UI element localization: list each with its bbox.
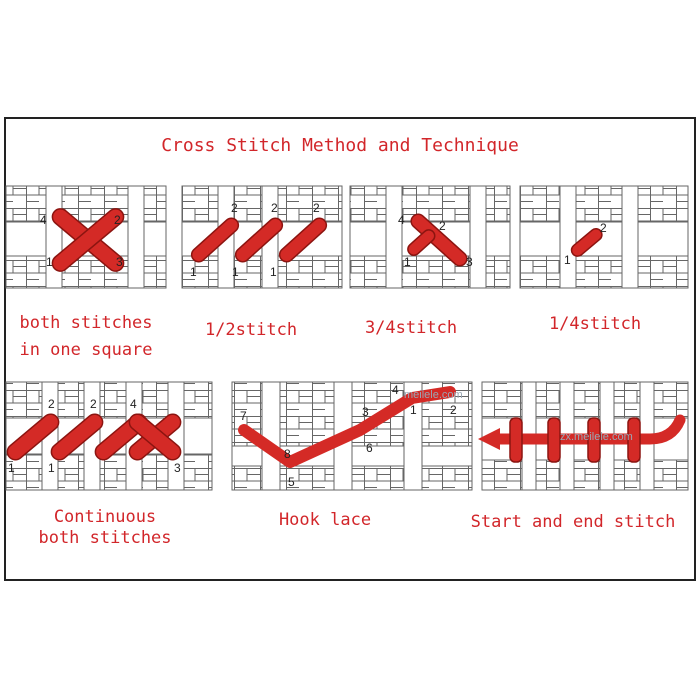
point-number: 6	[366, 441, 373, 455]
point-number: 2	[450, 403, 457, 417]
point-number: 2	[600, 221, 607, 235]
numbers-hook-lace: 7 8 5 6 3 4 1 2	[240, 383, 457, 489]
point-number: 8	[284, 447, 291, 461]
point-number: 3	[116, 255, 123, 269]
numbers-both-stitches: 4 2 1 3	[40, 213, 123, 269]
point-number: 4	[130, 397, 137, 411]
point-number: 2	[271, 201, 278, 215]
point-number: 2	[313, 201, 320, 215]
numbers-continuous: 2 2 4 1 1 3	[8, 397, 181, 475]
label-both-stitches-line1: both stitches	[19, 313, 153, 333]
stitch-half	[190, 217, 328, 263]
point-number: 1	[46, 255, 53, 269]
numbers-quarter-stitch: 2 1	[564, 221, 607, 267]
point-number: 1	[8, 461, 15, 475]
label-continuous-line2: both stitches	[38, 528, 172, 548]
label-start-end-stitch: Start and end stitch	[470, 512, 676, 532]
stitch-continuous	[6, 413, 182, 461]
numbers-three-quarter: 4 2 1 3	[398, 213, 473, 269]
point-number: 1	[270, 265, 277, 279]
numbers-half-stitch: 2 2 2 1 1 1	[190, 201, 320, 279]
stitch-start-end	[478, 414, 686, 463]
stitch-three-quarter	[407, 213, 468, 267]
label-hook-lace: Hook lace	[278, 510, 372, 530]
point-number: 3	[466, 255, 473, 269]
point-number: 5	[288, 475, 295, 489]
point-number: 1	[410, 403, 417, 417]
stitch-hook-lace	[238, 386, 456, 468]
point-number: 1	[564, 253, 571, 267]
point-number: 1	[404, 255, 411, 269]
label-quarter-stitch: 1/4stitch	[548, 314, 642, 334]
point-number: 2	[114, 213, 121, 227]
point-number: 3	[362, 405, 369, 419]
label-continuous-line1: Continuous	[53, 507, 157, 527]
point-number: 4	[392, 383, 399, 397]
stitch-quarter	[570, 228, 603, 257]
watermark-text: meilele.com	[404, 389, 463, 401]
point-number: 2	[439, 219, 446, 233]
point-number: 2	[48, 397, 55, 411]
point-number: 3	[174, 461, 181, 475]
watermark-text: zx.meilele.com	[560, 431, 633, 443]
point-number: 2	[231, 201, 238, 215]
panel-quarter-stitch-grid	[519, 185, 689, 289]
stitch-full-cross	[51, 208, 125, 272]
point-number: 2	[90, 397, 97, 411]
label-both-stitches-line2: in one square	[19, 340, 153, 360]
diagram-title: Cross Stitch Method and Technique	[161, 135, 519, 156]
label-half-stitch: 1/2stitch	[204, 320, 298, 340]
point-number: 1	[232, 265, 239, 279]
point-number: 1	[48, 461, 55, 475]
point-number: 7	[240, 409, 247, 423]
point-number: 4	[398, 213, 405, 227]
label-three-quarter-stitch: 3/4stitch	[364, 318, 458, 338]
point-number: 4	[40, 213, 47, 227]
point-number: 1	[190, 265, 197, 279]
